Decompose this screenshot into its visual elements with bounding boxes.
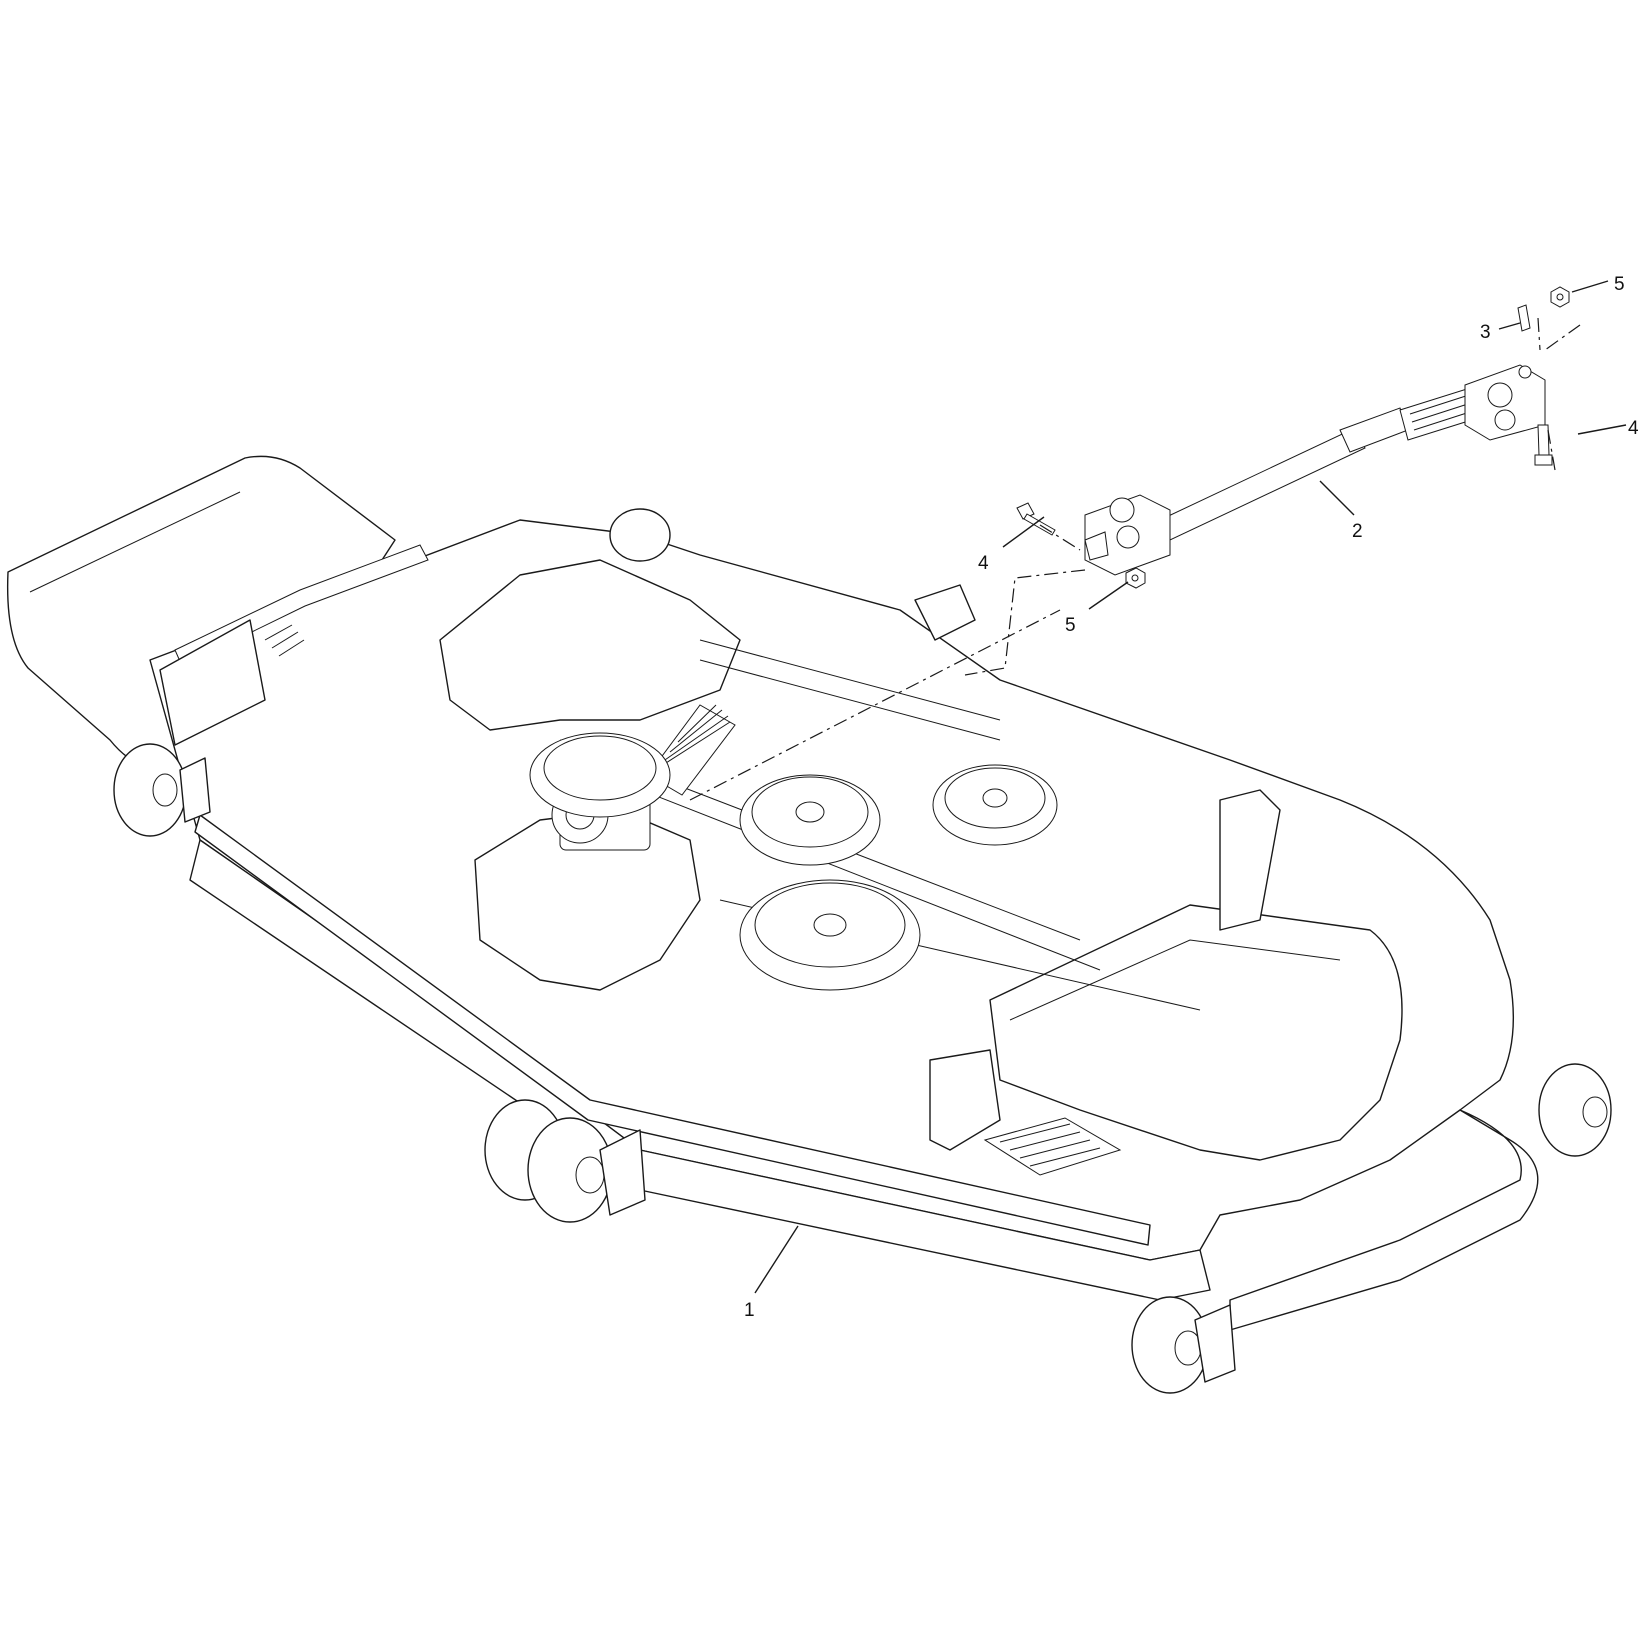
assembly-centerlines: [689, 317, 1581, 801]
callouts: 1 2 3 4 4 5 5: [744, 274, 1639, 1321]
left-belt-shield: [439, 559, 741, 731]
rear-universal-joint: [1464, 364, 1546, 441]
callout-4b: 4: [1628, 418, 1639, 439]
mower-deck: [6, 455, 1612, 1394]
leader-1: [754, 1225, 799, 1294]
gauge-wheel-front-right: [1131, 1296, 1236, 1394]
roll-pin: [1517, 304, 1531, 332]
gauge-wheel-rear-right: [1538, 1063, 1612, 1157]
deck-front-skirt: [189, 839, 1211, 1301]
rear-lift-bracket: [914, 584, 976, 641]
right-belt-shield: [989, 904, 1403, 1161]
drive-shaft: [1084, 364, 1546, 576]
nut-rear: [1550, 286, 1570, 308]
step-plate: [983, 1117, 1122, 1176]
leader-4b: [1577, 424, 1627, 435]
shaft-tube: [1159, 427, 1366, 541]
right-pulley: [932, 764, 1058, 846]
gauge-wheel-rear-left: [113, 743, 211, 837]
rear-right-bracket: [1219, 789, 1281, 931]
front-pulley: [739, 879, 921, 991]
roller-bar: [194, 814, 1151, 1246]
callout-2: 2: [1352, 521, 1363, 542]
leader-2: [1319, 480, 1355, 516]
nut-front: [1125, 567, 1146, 589]
callout-5b: 5: [1614, 274, 1625, 295]
height-adjust-rod: [159, 544, 429, 746]
leader-3: [1498, 322, 1521, 330]
gauge-wheel-front-left-2: [527, 1117, 646, 1223]
callout-4a: 4: [978, 553, 989, 574]
leader-5b: [1571, 280, 1609, 293]
bolt-rear: [1534, 424, 1553, 466]
front-universal-joint: [1084, 494, 1171, 576]
center-pulley: [739, 774, 881, 866]
callout-1: 1: [744, 1300, 755, 1321]
callout-3: 3: [1480, 322, 1491, 343]
callout-5a: 5: [1065, 615, 1076, 636]
leader-4a: [1002, 516, 1045, 548]
front-left-bracket: [929, 1049, 1001, 1151]
gauge-wheel-rear-center: [609, 508, 671, 562]
left-pulley: [529, 732, 671, 818]
leader-5a: [1088, 581, 1129, 610]
